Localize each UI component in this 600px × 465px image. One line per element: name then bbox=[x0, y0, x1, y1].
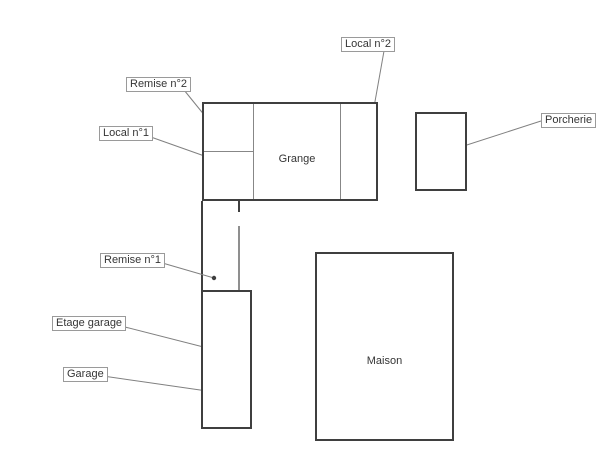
leader-garage bbox=[102, 375, 215, 393]
callout-porcherie: Porcherie bbox=[541, 113, 597, 128]
building-garage bbox=[201, 290, 252, 429]
building-grange: Grange bbox=[202, 102, 378, 201]
building-maison: Maison bbox=[315, 252, 454, 441]
leader-remise-n1 bbox=[158, 261, 215, 279]
callout-local-n2: Local n°2 bbox=[341, 37, 395, 52]
callout-remise-n2: Remise n°2 bbox=[126, 77, 191, 92]
room-label-maison: Maison bbox=[366, 355, 403, 367]
callout-remise-n1: Remise n°1 bbox=[100, 253, 165, 268]
building-porcherie bbox=[415, 112, 467, 191]
dot-remise-n1 bbox=[211, 275, 217, 281]
callout-garage: Garage bbox=[63, 367, 108, 382]
callout-local-n1: Local n°1 bbox=[99, 126, 153, 141]
grange-partition-vertical-2 bbox=[340, 104, 341, 199]
grange-partition-horizontal bbox=[204, 151, 254, 152]
room-label-grange: Grange bbox=[278, 153, 316, 165]
callout-etage-garage: Etage garage bbox=[52, 316, 127, 331]
